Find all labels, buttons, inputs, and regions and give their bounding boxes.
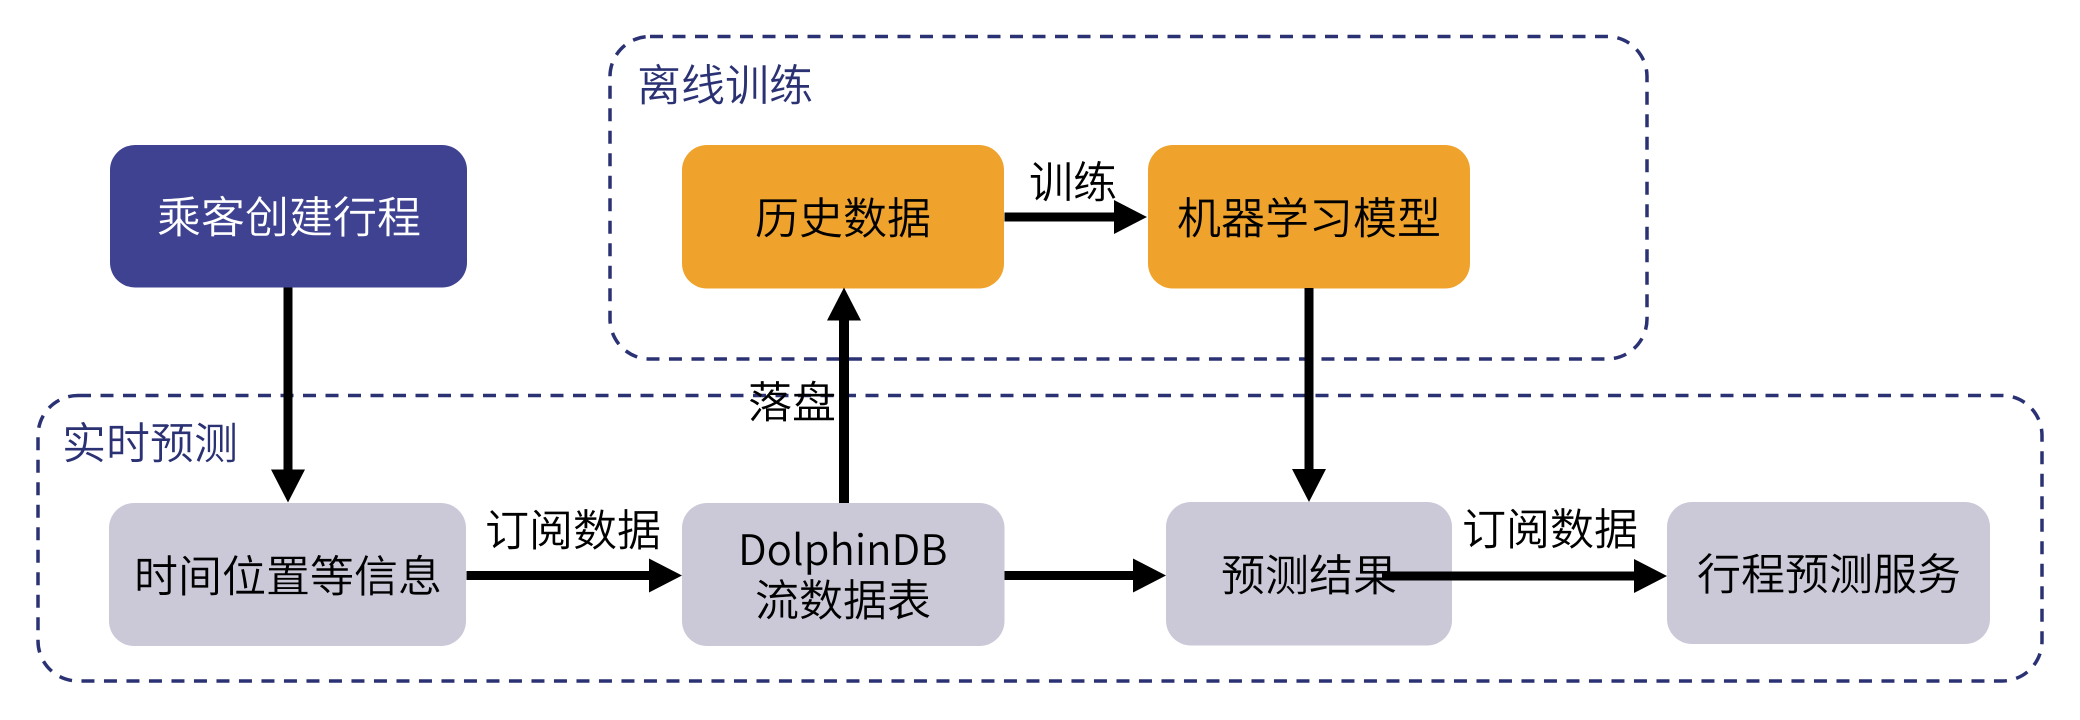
node-trip-info-label: 时间位置等信息 xyxy=(109,503,110,504)
node-prediction-result-box xyxy=(1166,502,1452,646)
group-offline-training-border xyxy=(608,34,1649,361)
node-trip-info: 时间位置等信息 xyxy=(109,503,466,646)
edge-label-subscribe-2: 订阅数据 xyxy=(1462,501,1638,555)
arrow-result-to-service xyxy=(1382,559,1667,593)
node-ml-model-box xyxy=(1148,145,1470,289)
arrow-result-to-service-head xyxy=(1634,559,1667,593)
edge-label-subscribe-1-glyphs xyxy=(486,509,659,550)
arrow-history-to-mlmodel xyxy=(1004,200,1147,234)
node-dolphindb-stream-table-label-line1-glyphs xyxy=(742,531,946,575)
node-history-data-box xyxy=(682,145,1004,289)
arrow-passenger-to-tripinfo xyxy=(271,287,305,503)
arrow-passenger-to-tripinfo-head xyxy=(271,469,305,503)
node-passenger-create-trip: 乘客创建行程 xyxy=(110,145,467,288)
node-passenger-create-trip-label-glyphs xyxy=(158,195,419,237)
edge-label-disk-write-glyphs xyxy=(749,380,834,421)
arrow-mlmodel-to-result xyxy=(1292,288,1326,502)
node-ml-model-label-glyphs xyxy=(1178,196,1439,238)
edge-label-subscribe-1: 订阅数据 xyxy=(485,502,661,556)
edge-label-subscribe-1-text: 订阅数据 xyxy=(485,502,486,503)
group-offline-training-label-text: 离线训练 xyxy=(637,57,638,58)
edge-label-train-glyphs xyxy=(1030,160,1116,202)
arrow-dolphindb-to-result-head xyxy=(1133,558,1166,593)
node-history-data: 历史数据 xyxy=(682,145,1004,289)
node-trip-prediction-service-box xyxy=(1667,502,1990,644)
group-offline-training-label-glyphs xyxy=(639,63,811,104)
group-realtime-prediction-label-text: 实时预测 xyxy=(62,415,63,416)
node-dolphindb-stream-table-label-line2: 流数据表 xyxy=(682,503,683,504)
node-prediction-result-label-glyphs xyxy=(1222,554,1396,595)
node-passenger-create-trip-box xyxy=(110,145,467,288)
node-dolphindb-stream-table-label-line1: DolphinDB xyxy=(682,503,683,504)
node-trip-prediction-service: 行程预测服务 xyxy=(1667,502,1990,644)
edge-label-subscribe-2-text: 订阅数据 xyxy=(1462,501,1463,502)
node-passenger-create-trip-label: 乘客创建行程 xyxy=(110,145,111,146)
arrow-dolphindb-to-result xyxy=(1004,558,1166,593)
edge-label-train: 训练 xyxy=(1029,154,1117,208)
arrow-tripinfo-to-dolphindb-head xyxy=(649,558,682,593)
group-offline-training-label: 离线训练 xyxy=(637,57,813,111)
arrow-dolphindb-to-history xyxy=(827,287,861,503)
node-trip-prediction-service-label-glyphs xyxy=(1697,553,1959,594)
edge-label-subscribe-2-glyphs xyxy=(1463,507,1636,549)
node-trip-prediction-service-label: 行程预测服务 xyxy=(1667,502,1668,503)
arrow-dolphindb-to-history-head xyxy=(827,287,861,321)
group-realtime-prediction-label-glyphs xyxy=(65,421,235,462)
node-ml-model-label: 机器学习模型 xyxy=(1148,145,1149,146)
arrow-history-to-mlmodel-head xyxy=(1114,200,1147,234)
node-prediction-result-label: 预测结果 xyxy=(1166,502,1167,503)
node-dolphindb-stream-table: DolphinDB 流数据表 xyxy=(682,503,1005,646)
arrow-mlmodel-to-result-head xyxy=(1292,469,1326,502)
arrow-tripinfo-to-dolphindb xyxy=(466,558,682,593)
edge-label-train-text: 训练 xyxy=(1029,154,1030,155)
group-realtime-prediction-border xyxy=(36,393,2044,683)
node-dolphindb-stream-table-label-line2-glyphs xyxy=(756,579,930,620)
node-history-data-label-glyphs xyxy=(756,197,930,238)
node-trip-info-label-glyphs xyxy=(137,554,439,596)
group-realtime-prediction-label: 实时预测 xyxy=(62,415,238,469)
node-history-data-label: 历史数据 xyxy=(682,145,683,146)
node-ml-model: 机器学习模型 xyxy=(1148,145,1470,289)
edge-label-disk-write-text: 落盘 xyxy=(748,374,749,375)
edge-label-disk-write: 落盘 xyxy=(748,374,836,428)
node-prediction-result: 预测结果 xyxy=(1166,502,1452,646)
